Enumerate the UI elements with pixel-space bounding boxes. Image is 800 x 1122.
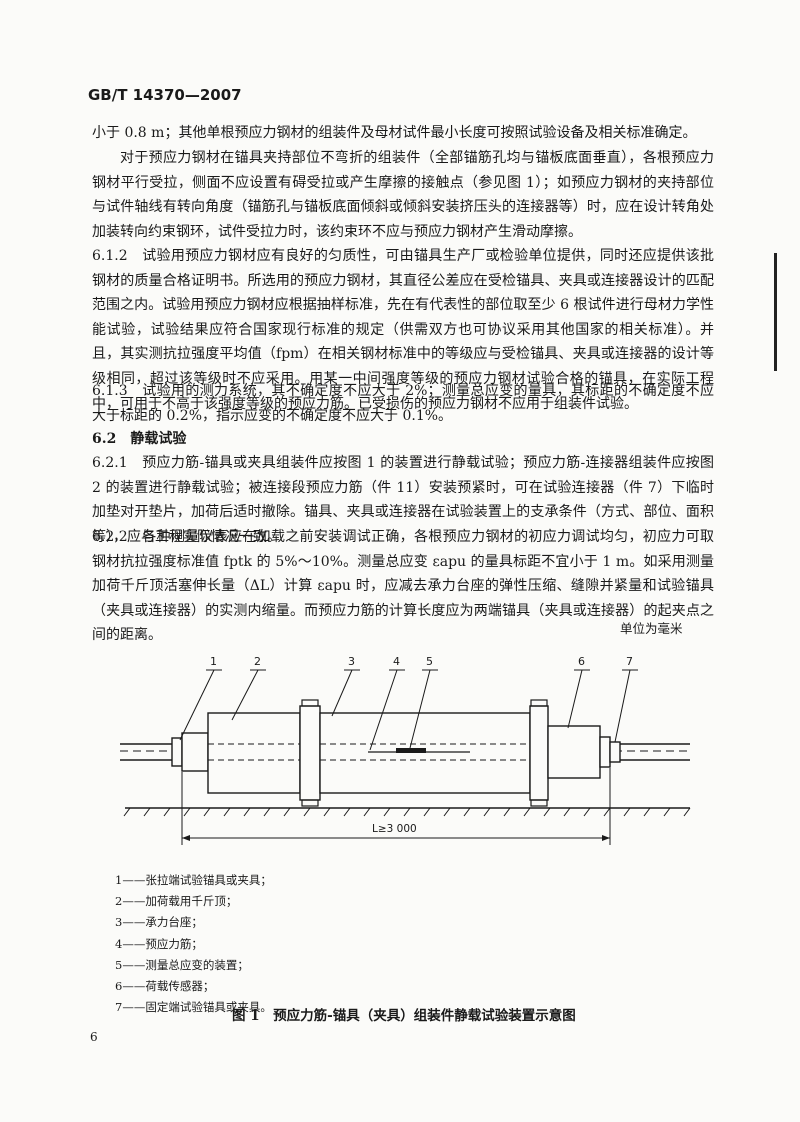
leader-2: [231, 669, 259, 721]
clause-6-1-3: 6.1.3 试验用的测力系统，其不确定度不应大于 2%；测量总应变的量具，其标距…: [92, 383, 714, 424]
paragraph-fixture-constraint: 对于预应力钢材在锚具夹持部位不弯折的组装件（全部锚筋孔均与锚板底面垂直），各根预…: [92, 150, 714, 240]
scan-artifact-line: [774, 253, 777, 371]
load-sensor: [547, 725, 601, 779]
dimension-label: L≥3 000: [372, 823, 417, 835]
callout-7: 7: [626, 655, 633, 668]
callout-5: 5: [426, 655, 433, 668]
leader-6: [567, 669, 583, 729]
clause-6-2-2: 6.2.2 各种测量仪表应在加载之前安装调试正确，各根预应力钢材的初应力调试均匀…: [92, 529, 714, 644]
callout-3: 3: [348, 655, 355, 668]
clause-6-1-2: 6.1.2 试验用预应力钢材应有良好的匀质性，可由锚具生产厂或检验单位提供，同时…: [92, 248, 714, 412]
frame-end-left: [299, 705, 321, 801]
frame-end-right: [529, 705, 549, 801]
legend-item: 4——预应力筋；: [115, 936, 203, 951]
callout-1: 1: [210, 655, 217, 668]
bolt-right-bottom: [530, 799, 548, 807]
callout-2: 2: [254, 655, 261, 668]
strain-gauge-device: [396, 748, 426, 753]
clause-6-2-1: 6.2.1 预应力筋-锚具或夹具组装件应按图 1 的装置进行静载试验；预应力筋-…: [92, 455, 714, 545]
leader-5: [409, 669, 431, 749]
page-number: 6: [90, 1030, 98, 1044]
legend-item: 2——加荷载用千斤顶；: [115, 894, 238, 909]
leader-4: [369, 669, 398, 751]
leader-7: [614, 669, 631, 743]
legend-item: 6——荷载传感器；: [115, 979, 215, 994]
figure-legend: 1——张拉端试验锚具或夹具； 2——加荷载用千斤顶； 3——承力台座； 4——预…: [115, 870, 272, 1018]
leader-3: [331, 669, 353, 717]
figure-caption: 图 1 预应力筋-锚具（夹具）组装件静载试验装置示意图: [232, 1008, 576, 1024]
bolt-left-top: [301, 699, 319, 707]
callout-4: 4: [393, 655, 400, 668]
legend-item: 7——固定端试验锚具或夹具。: [115, 1000, 272, 1015]
leader-1: [179, 669, 215, 741]
units-note: 单位为毫米: [620, 621, 683, 636]
fixed-end-anchor: [609, 741, 621, 763]
paragraph-continuation: 小于 0.8 m；其他单根预应力钢材的组装件及母材试件最小长度可按照试验设备及相…: [92, 125, 697, 141]
tensioning-anchor: [171, 737, 183, 767]
bolt-left-bottom: [301, 799, 319, 807]
anchor-plate-left: [181, 732, 209, 772]
ground-hatch: [123, 807, 691, 817]
section-heading-6-2: 6.2 静载试验: [92, 431, 187, 447]
loading-jack: [207, 712, 301, 794]
bolt-right-top: [530, 699, 548, 707]
callout-6: 6: [578, 655, 585, 668]
anchor-plate-right: [599, 736, 611, 768]
legend-item: 5——测量总应变的装置；: [115, 957, 249, 972]
legend-item: 3——承力台座；: [115, 915, 203, 930]
legend-item: 1——张拉端试验锚具或夹具；: [115, 873, 272, 887]
standard-number: GB/T 14370—2007: [88, 86, 242, 104]
